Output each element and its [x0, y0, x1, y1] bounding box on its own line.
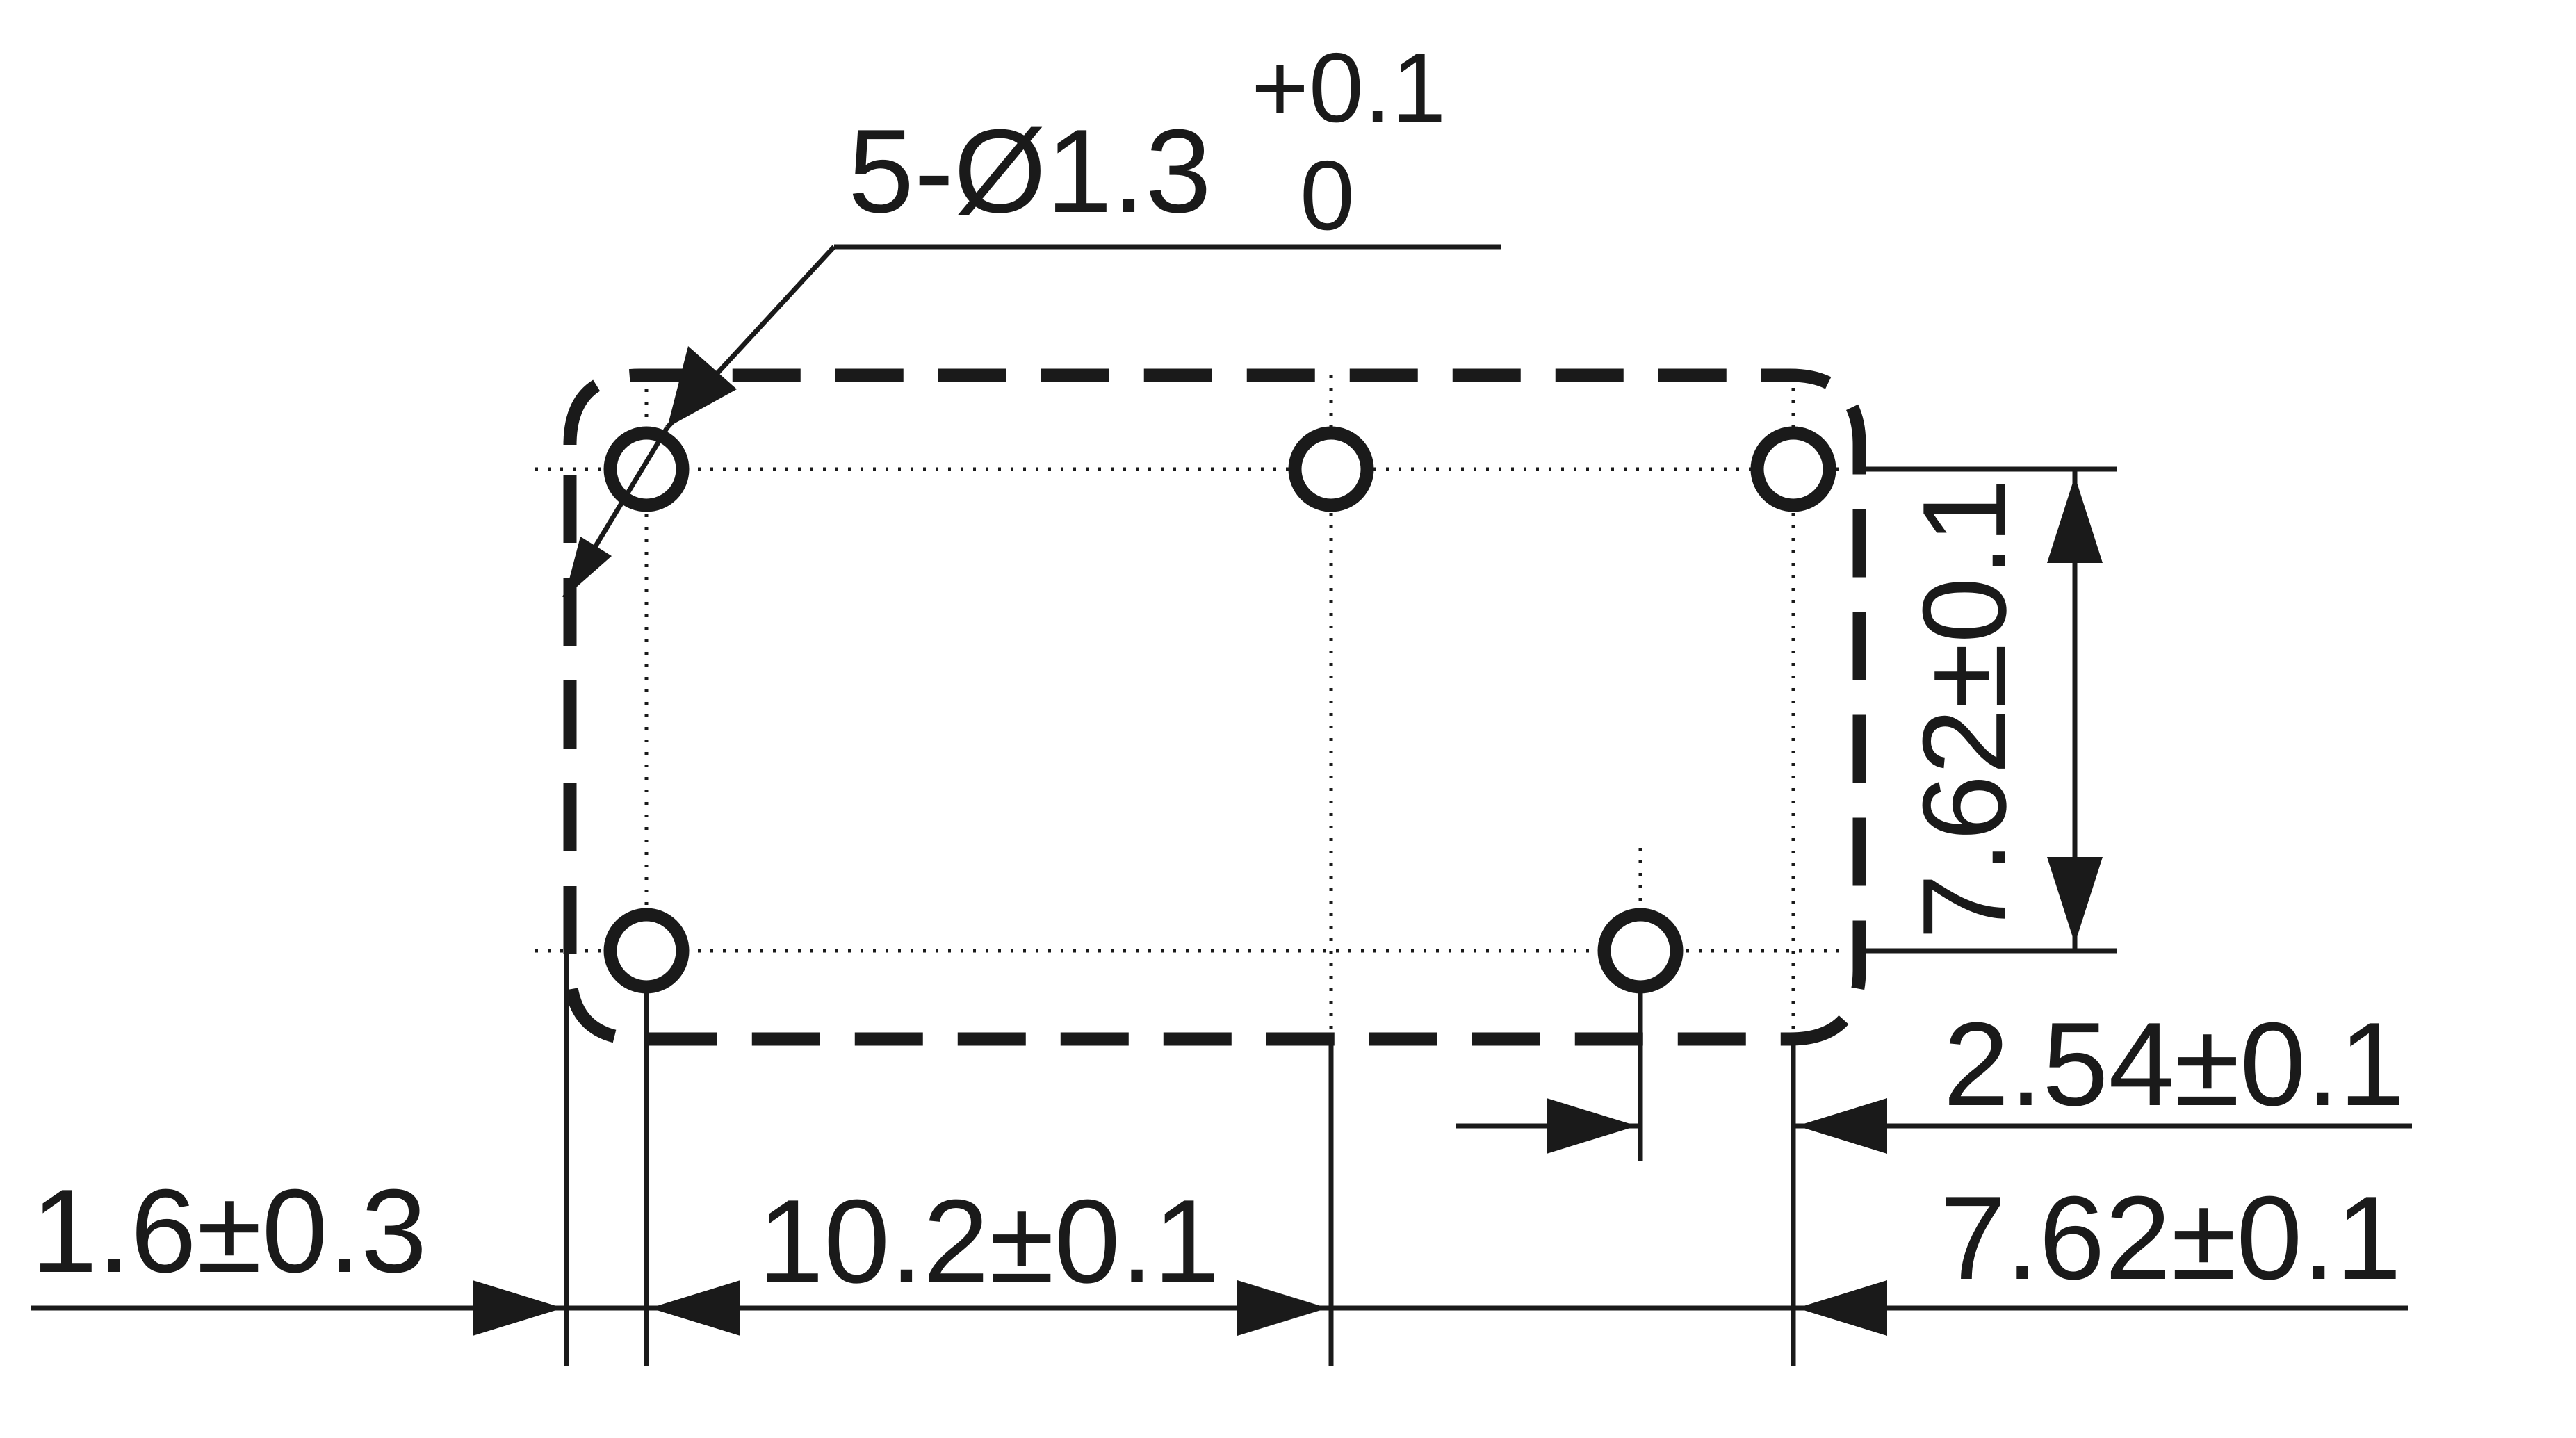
callout-arrowhead: [667, 346, 737, 427]
arrow-down: [2047, 857, 2103, 944]
arrow-up: [2047, 476, 2103, 563]
dim-offset-right: [1456, 1098, 2412, 1154]
arrow-2-54-right: [1797, 1098, 1887, 1154]
arrow-7-62-right: [1797, 1280, 1887, 1336]
bottom-extension-lines: [564, 945, 1796, 1366]
hole-top-right: [1750, 426, 1836, 512]
hole-callout-leader: [562, 244, 1501, 599]
hole-callout-tol-lower: 0: [1300, 140, 1355, 251]
pitch-grid: [535, 375, 1849, 1043]
holes: [603, 426, 1836, 994]
diameter-arrowhead: [564, 537, 612, 598]
arrow-10-2-left: [650, 1280, 740, 1336]
dim-bottom-chain: [31, 1280, 2408, 1336]
arrow-10-2-right: [1237, 1280, 1328, 1336]
pitch-left-label: 10.2±0.1: [758, 1175, 1219, 1308]
arrow-2-54-left: [1547, 1098, 1637, 1154]
hole-bottom-right: [1597, 908, 1684, 994]
hole-callout-tol-upper: +0.1: [1251, 33, 1446, 143]
relay-outline: [563, 368, 1866, 1046]
pitch-right-label: 7.62±0.1: [1940, 1172, 2402, 1305]
hole-top-left: [603, 426, 690, 512]
hole-top-middle: [1288, 426, 1374, 512]
edge-offset-label: 1.6±0.3: [31, 1165, 427, 1298]
hole-callout-text: 5-Ø1.3: [848, 105, 1212, 238]
offset-right-label: 2.54±0.1: [1943, 998, 2405, 1131]
arrow-1-6-left: [473, 1280, 563, 1336]
hole-bottom-left: [603, 908, 690, 994]
dim-vertical-pitch: [1863, 466, 2117, 954]
vertical-pitch-label: 7.62±0.1: [1898, 478, 2031, 940]
